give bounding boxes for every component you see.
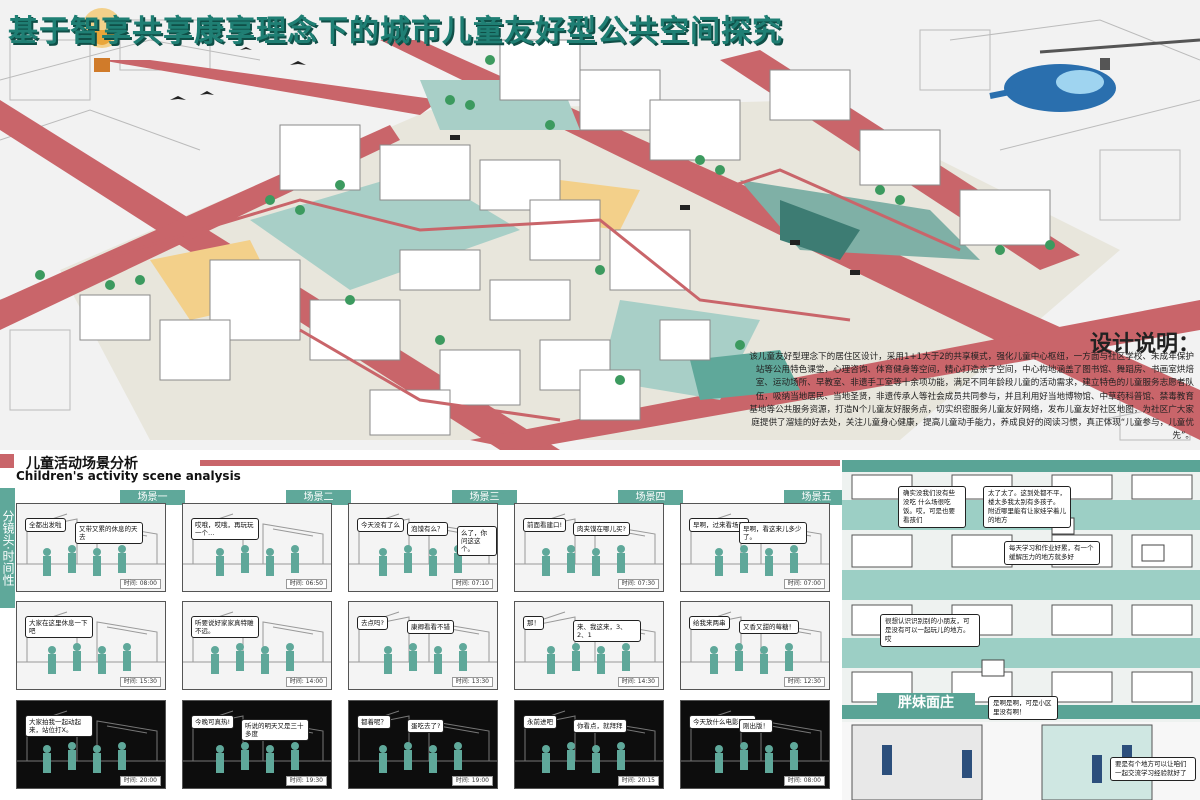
facade-bubble-4: 很想认识识别别的小朋友，可是没有可以一起玩儿的地方。哎 <box>880 614 980 647</box>
speech-bubble: 那！ <box>523 616 544 630</box>
scene-sketch <box>681 513 829 576</box>
speech-bubble: 又香又甜的莓糖！ <box>739 620 799 634</box>
speech-bubble: 蛋吃去了? <box>407 719 445 733</box>
scene-panel: 都着呢？ 蛋吃去了? 时间: 19:00 <box>348 700 498 789</box>
speech-bubble: 哎哦，哎哦，再玩玩一个… <box>191 518 259 540</box>
scene-panel: 早啊，过来看场？早啊，看这来儿多少了。时间: 07:00 <box>680 503 830 592</box>
helicopter-icon <box>989 38 1200 112</box>
scene-column-5: 场景五 <box>784 490 849 505</box>
speech-bubble: 前面看建口! <box>523 518 567 532</box>
speech-bubble: 给我来两串 <box>689 616 730 630</box>
speech-bubble: 泡馍有么？ <box>407 522 448 536</box>
shop-sign: 胖妹面庄 <box>877 693 975 713</box>
scene-time: 时间: 14:00 <box>285 677 327 687</box>
scene-panel: 今晚可真热! 听说的明天又是三十多度时间: 19:30 <box>182 700 332 789</box>
facade-bubble-6: 要是有个地方可以让咱们一起交流学习经验就好了 <box>1110 757 1196 781</box>
design-description-text: 该儿童友好型理念下的居住区设计，采用1+1大于2的共享模式，强化儿童中心枢纽，一… <box>749 352 1194 442</box>
scene-column-4: 场景四 <box>618 490 683 505</box>
scene-panel: 去点吗? 康卿看看不错时间: 13:30 <box>348 601 498 690</box>
scene-time: 时间: 19:30 <box>285 776 327 786</box>
facade-bubble-1: 确实没我们没有些没吃 什么场很吃饭。哎，可是也要看孩们 <box>898 486 966 528</box>
speech-bubble: 今天没有了么 <box>357 518 404 532</box>
speech-bubble: 肉夹馍在哪儿买? <box>573 522 630 536</box>
speech-bubble: 早啊，过来看场？ <box>689 518 749 532</box>
speech-bubble: 听说的明天又是三十多度 <box>241 719 309 741</box>
speech-bubble: 康卿看看不错 <box>407 620 454 634</box>
scene-time: 时间: 06:50 <box>285 579 327 589</box>
scene-panel: 全都出发啦又带又累的休息的天去时间: 08:00 <box>16 503 166 592</box>
scene-panel: 那！ 来、我这来，3、2、1 时间: 14:30 <box>514 601 664 690</box>
scene-time: 时间: 12:30 <box>783 677 825 687</box>
scene-title-en: Children's activity scene analysis <box>16 469 241 483</box>
facade-bubble-2: 太了太了。这到处都不平，楼太多我太别有多孩子。 附近哪里能有让家娃学着儿的地方 <box>983 486 1071 528</box>
speech-bubble: 都着呢？ <box>357 715 391 729</box>
speech-bubble: 大家在这里休息一下吧 <box>25 616 93 638</box>
scene-side-label: 分镜头·时间性 <box>0 488 15 608</box>
scene-sketch <box>349 710 497 773</box>
scene-time: 时间: 08:00 <box>783 776 825 786</box>
scene-time: 时间: 07:30 <box>617 579 659 589</box>
speech-bubble: 么了，你问这这个。 <box>457 526 497 556</box>
speech-bubble: 早啊，看这来儿多少了。 <box>739 522 807 544</box>
scene-panel: 前面看建口! 肉夹馍在哪儿买? 时间: 07:30 <box>514 503 664 592</box>
scene-time: 时间: 19:00 <box>451 776 493 786</box>
design-description-heading: 设计说明： <box>1090 332 1200 357</box>
scene-time: 时间: 20:00 <box>119 776 161 786</box>
speech-bubble: 今天放什么电影啊？ <box>689 715 756 729</box>
speech-bubble: 来、我这来，3、2、1 <box>573 620 641 642</box>
scene-time: 时间: 08:00 <box>119 579 161 589</box>
scene-title-zh: 儿童活动场景分析 <box>26 456 138 472</box>
scene-panel: 大家拍我一起动起来，站位打X。时间: 20:00 <box>16 700 166 789</box>
scene-time: 时间: 15:30 <box>119 677 161 687</box>
facade-bubble-3: 每天学习和作业好累，有一个缓解压力的地方就多好 <box>1004 541 1100 565</box>
scene-panel: 听要说好家家真特雕不远。时间: 14:00 <box>182 601 332 690</box>
speech-bubble: 又带又累的休息的天去 <box>75 522 143 544</box>
speech-bubble: 永前进吧 <box>523 715 557 729</box>
scene-column-1: 场景一 <box>120 490 185 505</box>
scene-panel: 今天没有了么泡馍有么？ 么了，你问这这个。时间: 07:10 <box>348 503 498 592</box>
scene-heading-band <box>0 452 840 486</box>
speech-bubble: 听要说好家家真特雕不远。 <box>191 616 259 638</box>
masterplan-illustration <box>0 0 1200 450</box>
scene-panel: 今天放什么电影啊？刚出版！ 时间: 08:00 <box>680 700 830 789</box>
scene-panel: 哎哦，哎哦，再玩玩一个… 时间: 06:50 <box>182 503 332 592</box>
hot-air-balloon-icon <box>82 8 122 72</box>
poster-title: 基于智享共享康享理念下的城市儿童友好型公共空间探究 <box>8 14 783 49</box>
scene-column-3: 场景三 <box>452 490 517 505</box>
scene-time: 时间: 07:00 <box>783 579 825 589</box>
scene-time: 时间: 07:10 <box>451 579 493 589</box>
facade-bubble-5: 是啊是啊，可是小区里没有啊！ <box>988 696 1058 720</box>
scene-panel: 大家在这里休息一下吧时间: 15:30 <box>16 601 166 690</box>
speech-bubble: 刚出版！ <box>739 719 773 733</box>
scene-panel: 给我来两串又香又甜的莓糖！ 时间: 12:30 <box>680 601 830 690</box>
scene-time: 时间: 14:30 <box>617 677 659 687</box>
scene-time: 时间: 13:30 <box>451 677 493 687</box>
speech-bubble: 你看点，就拜拜 <box>573 719 627 733</box>
speech-bubble: 去点吗? <box>357 616 388 630</box>
scene-time: 时间: 20:15 <box>617 776 659 786</box>
speech-bubble: 大家拍我一起动起来，站位打X。 <box>25 715 93 737</box>
speech-bubble: 今晚可真热! <box>191 715 235 729</box>
scene-sketch <box>17 513 165 576</box>
scene-column-2: 场景二 <box>286 490 351 505</box>
speech-bubble: 全都出发啦 <box>25 518 66 532</box>
scene-panel: 永前进吧 你看点，就拜拜时间: 20:15 <box>514 700 664 789</box>
